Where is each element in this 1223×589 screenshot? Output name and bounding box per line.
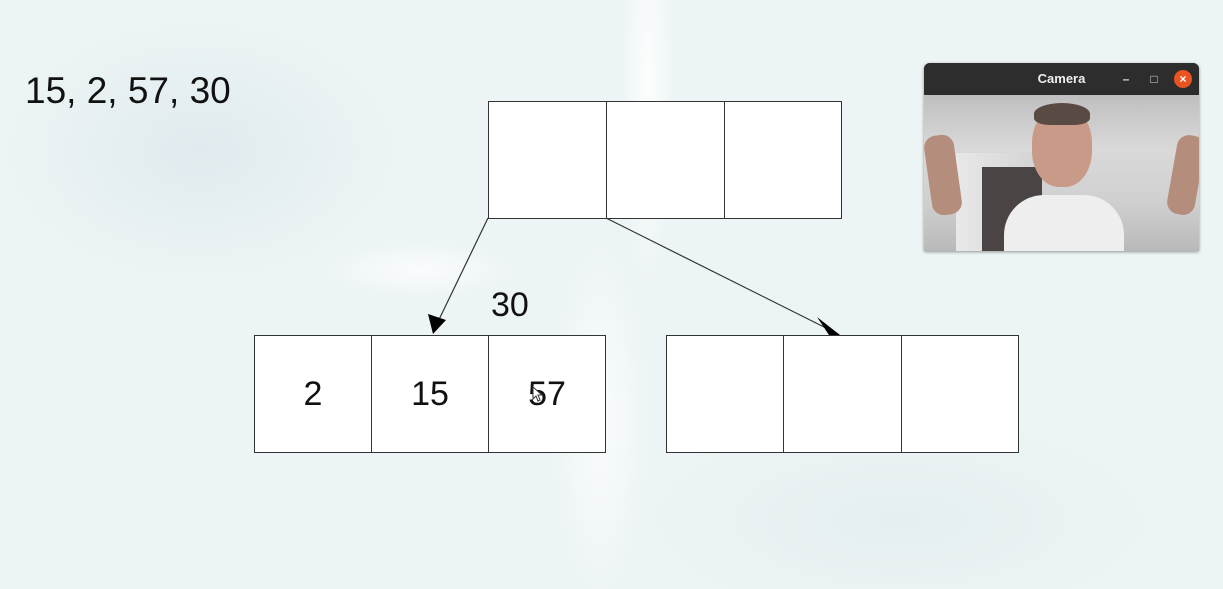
camera-video-feed: [924, 95, 1199, 251]
pending-key-label: 30: [491, 286, 529, 324]
camera-titlebar[interactable]: Camera – □ ×: [924, 63, 1199, 95]
arrowhead-right: [817, 317, 840, 335]
root-cell-1: [488, 101, 607, 219]
left-cell-2: 15: [371, 335, 489, 453]
close-button[interactable]: ×: [1174, 70, 1192, 88]
right-cell-3: [901, 335, 1019, 453]
minimize-button[interactable]: –: [1122, 72, 1130, 86]
arrowhead-left: [428, 314, 446, 334]
mouse-cursor-icon: [532, 386, 544, 402]
maximize-button[interactable]: □: [1150, 72, 1158, 86]
camera-window-title: Camera: [1037, 71, 1086, 86]
video-person-left-hand: [924, 133, 964, 217]
edge-root-to-right-child: [605, 217, 839, 335]
right-cell-1: [666, 335, 784, 453]
edge-root-to-left-child: [432, 217, 489, 333]
left-cell-3: 57: [488, 335, 606, 453]
video-person-right-hand: [1165, 133, 1199, 217]
camera-window[interactable]: Camera – □ ×: [924, 63, 1199, 251]
right-cell-2: [783, 335, 902, 453]
video-person-hair: [1034, 103, 1090, 125]
insertion-sequence: 15, 2, 57, 30: [25, 70, 231, 111]
root-cell-2: [606, 101, 725, 219]
left-cell-1: 2: [254, 335, 372, 453]
root-cell-3: [724, 101, 842, 219]
video-person-body: [1004, 195, 1124, 251]
